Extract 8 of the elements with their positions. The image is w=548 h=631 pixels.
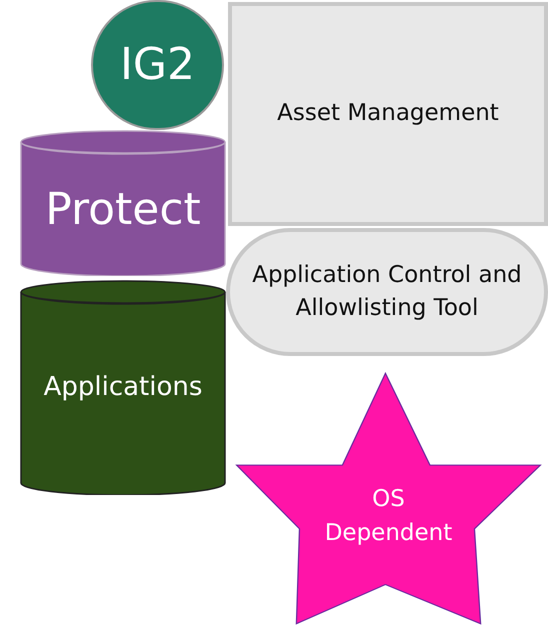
node-label: IG2 (120, 38, 196, 92)
node-label: OS Dependent (324, 485, 454, 548)
node-label: Application Control and Allowlisting Tool (251, 260, 523, 323)
node-label: Applications (44, 370, 202, 404)
node-label: Asset Management (277, 99, 499, 128)
rounded-box (226, 228, 548, 356)
node-label: Protect (45, 183, 201, 238)
process-box (228, 2, 548, 226)
